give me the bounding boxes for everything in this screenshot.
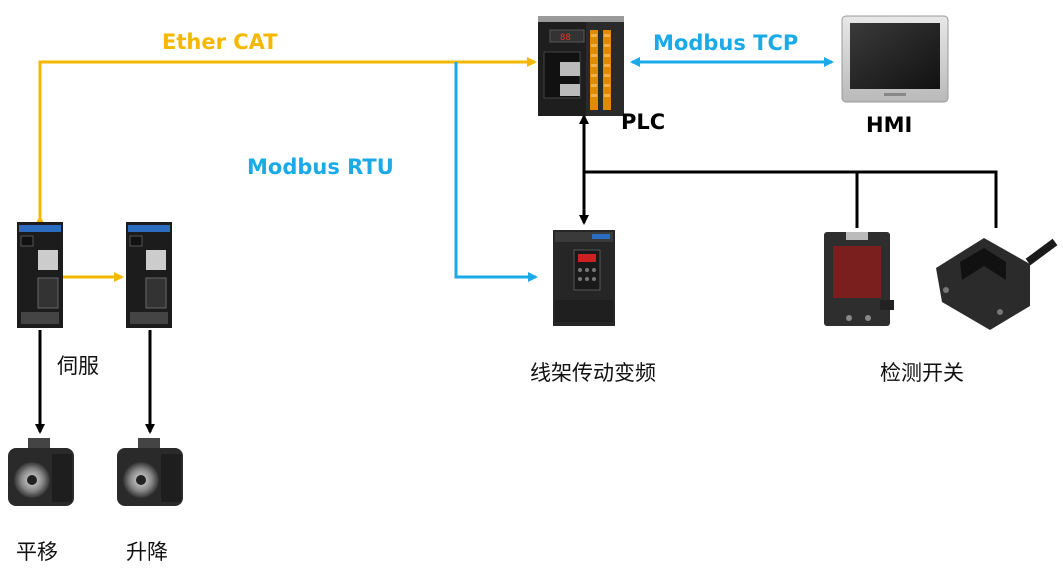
servo-motor-2-icon <box>117 438 183 506</box>
ethercat-links <box>35 57 537 282</box>
svg-text:88: 88 <box>560 33 571 43</box>
servo-drive-1-icon <box>17 222 63 328</box>
motor-lift-label: 升降 <box>126 540 168 564</box>
modbus-rtu-link <box>454 62 538 282</box>
modbus-tcp-label: Modbus TCP <box>653 31 799 55</box>
sensors-label: 检测开关 <box>880 361 964 385</box>
io-wiring <box>35 114 998 434</box>
slot-sensor-icon <box>936 238 1058 330</box>
sensor-bus <box>584 170 998 228</box>
modbus-rtu-label: Modbus RTU <box>247 155 394 179</box>
hmi-label: HMI <box>866 113 913 137</box>
photoelectric-sensor-icon <box>824 232 894 326</box>
ethercat-plc-link <box>35 57 537 225</box>
vfd-icon <box>553 230 615 326</box>
motor-traverse-label: 平移 <box>16 540 58 564</box>
servo-drive-2-icon <box>126 222 172 328</box>
plc-icon: 88 <box>538 16 624 116</box>
hmi-icon <box>841 15 949 103</box>
plc-label: PLC <box>621 110 666 134</box>
ethercat-label: Ether CAT <box>162 30 278 54</box>
servo-motor-1-icon <box>8 438 74 506</box>
vfd-label: 线架传动变频 <box>530 361 656 385</box>
modbus-links <box>454 57 834 282</box>
servo-label: 伺服 <box>57 354 99 378</box>
